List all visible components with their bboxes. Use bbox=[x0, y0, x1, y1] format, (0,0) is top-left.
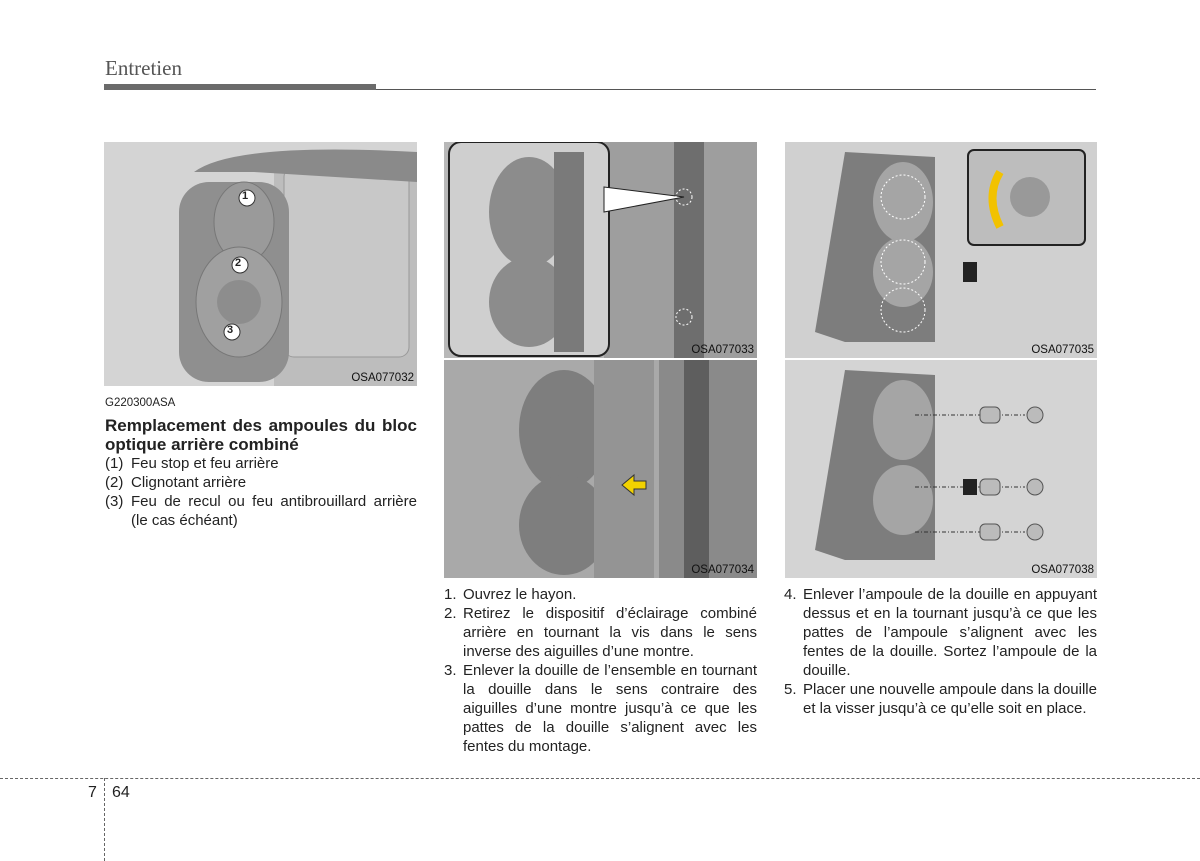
step-text: Retirez le dispositif d’éclairage combin… bbox=[463, 605, 757, 660]
legend-item: (3) Feu de recul ou feu antibrouillard ar… bbox=[105, 492, 417, 530]
header-rule bbox=[376, 89, 1096, 90]
header-bar bbox=[104, 84, 376, 90]
rear-lamp-illustration bbox=[179, 149, 417, 386]
screw-removal-illustration bbox=[448, 142, 757, 358]
figure-code: OSA077032 bbox=[351, 372, 414, 384]
legend-number: (3) bbox=[105, 493, 124, 510]
step-text: Ouvrez le hayon. bbox=[463, 586, 577, 603]
step-item: 2. Retirez le dispositif d’éclairage comb… bbox=[444, 604, 757, 661]
step-number: 5. bbox=[784, 681, 797, 698]
step-text: Placer une nouvelle ampoule dans la doui… bbox=[803, 681, 1097, 717]
steps-middle: 1. Ouvrez le hayon. 2. Retirez le disposit… bbox=[444, 585, 757, 756]
figure-remove-screw: OSA077033 bbox=[444, 142, 757, 358]
figure-bulb-replacement: OSA077038 bbox=[785, 360, 1097, 578]
footer-rule bbox=[0, 778, 1200, 779]
section-header: Entretien bbox=[105, 56, 182, 80]
step-number: 4. bbox=[784, 586, 797, 603]
figure-lamp-removed: OSA077034 bbox=[444, 360, 757, 578]
step-number: 3. bbox=[444, 662, 457, 679]
figure-socket-removal: OSA077035 bbox=[785, 142, 1097, 358]
chapter-number: 7 bbox=[88, 784, 97, 801]
figure-code: OSA077033 bbox=[691, 344, 754, 356]
legend-text: Clignotant arrière bbox=[131, 474, 247, 491]
figure-rear-lamp-overview: 1 2 3 OSA077032 bbox=[104, 142, 417, 386]
step-item: 1. Ouvrez le hayon. bbox=[444, 585, 757, 604]
socket-removal-illustration bbox=[815, 149, 1086, 342]
callout-2: 2 bbox=[235, 257, 242, 269]
step-number: 1. bbox=[444, 586, 457, 603]
step-text: Enlever l’ampoule de la douille en appuy… bbox=[803, 586, 1097, 679]
step-text: Enlever la douille de l’ensemble en tour… bbox=[463, 662, 757, 755]
legend-item: (2) Clignotant arrière bbox=[105, 473, 417, 492]
figure-code: OSA077035 bbox=[1031, 344, 1094, 356]
step-item: 5. Placer une nouvelle ampoule dans la do… bbox=[784, 680, 1097, 718]
section-ref: G220300ASA bbox=[105, 397, 176, 409]
lamp-removed-illustration bbox=[519, 360, 757, 578]
legend-number: (2) bbox=[105, 474, 124, 491]
step-item: 4. Enlever l’ampoule de la douille en app… bbox=[784, 585, 1097, 680]
step-item: 3. Enlever la douille de l’ensemble en to… bbox=[444, 661, 757, 756]
legend-number: (1) bbox=[105, 455, 124, 472]
figure-code: OSA077038 bbox=[1031, 564, 1094, 576]
legend-text: Feu stop et feu arrière bbox=[131, 455, 279, 472]
legend-item: (1) Feu stop et feu arrière bbox=[105, 454, 417, 473]
callout-1: 1 bbox=[242, 190, 249, 202]
bulb-replacement-illustration bbox=[815, 370, 1044, 560]
section-left: G220300ASA Remplacement des ampoules du … bbox=[105, 394, 417, 530]
step-number: 2. bbox=[444, 605, 457, 622]
footer-divider bbox=[104, 778, 105, 861]
section-title: Remplacement des ampoules du bloc optiqu… bbox=[105, 416, 417, 454]
legend-text: Feu de recul ou feu antibrouillard arriè… bbox=[131, 493, 417, 529]
figure-code: OSA077034 bbox=[691, 564, 754, 576]
callout-3: 3 bbox=[227, 324, 234, 336]
page-number: 64 bbox=[112, 784, 130, 801]
steps-right: 4. Enlever l’ampoule de la douille en app… bbox=[784, 585, 1097, 718]
